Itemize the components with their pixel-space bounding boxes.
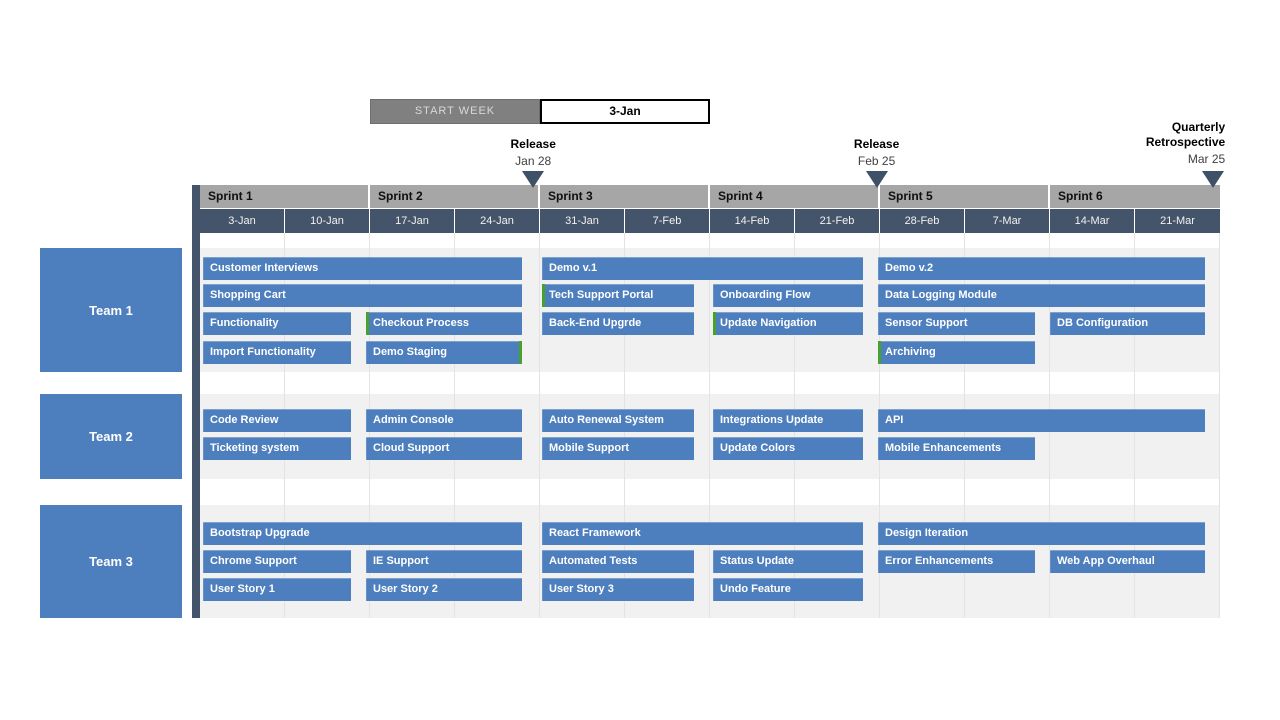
grid-line [1219, 233, 1220, 618]
week-header-cell: 17-Jan [370, 208, 455, 233]
task-bar[interactable]: Back-End Upgrde [542, 312, 694, 335]
task-bar[interactable]: Checkout Process [366, 312, 522, 335]
task-bar[interactable]: Update Navigation [713, 312, 863, 335]
task-bar[interactable]: Design Iteration [878, 522, 1205, 545]
task-bar[interactable]: Demo v.1 [542, 257, 863, 280]
task-bar[interactable]: Cloud Support [366, 437, 522, 460]
sprint-header-cell: Sprint 4 [710, 185, 880, 208]
week-header-cell: 14-Mar [1050, 208, 1135, 233]
milestone-title: Retrospective [1145, 135, 1226, 149]
task-bar[interactable]: IE Support [366, 550, 522, 573]
team-label-3[interactable]: Team 3 [40, 505, 182, 618]
task-bar[interactable]: Data Logging Module [878, 284, 1205, 307]
week-header-cell: 21-Mar [1135, 208, 1220, 233]
task-bar[interactable]: Functionality [203, 312, 351, 335]
task-progress-accent [878, 341, 881, 364]
task-bar[interactable]: Customer Interviews [203, 257, 522, 280]
week-header-cell: 7-Mar [965, 208, 1050, 233]
milestone-date: Feb 25 [857, 154, 896, 168]
task-bar[interactable]: User Story 3 [542, 578, 694, 601]
sprint-header-cell: Sprint 2 [370, 185, 540, 208]
task-bar[interactable]: Onboarding Flow [713, 284, 863, 307]
week-header-cell: 28-Feb [880, 208, 965, 233]
task-bar[interactable]: Web App Overhaul [1050, 550, 1205, 573]
week-header-cell: 31-Jan [540, 208, 625, 233]
team-band [200, 394, 1220, 479]
task-bar[interactable]: Ticketing system [203, 437, 351, 460]
task-bar[interactable]: Tech Support Portal [542, 284, 694, 307]
task-bar[interactable]: Shopping Cart [203, 284, 522, 307]
milestone-date: Mar 25 [1187, 152, 1226, 166]
task-bar[interactable]: Archiving [878, 341, 1035, 364]
week-header-cell: 10-Jan [285, 208, 370, 233]
task-bar[interactable]: Admin Console [366, 409, 522, 432]
milestone-marker-icon [522, 171, 545, 188]
task-progress-accent [366, 312, 369, 335]
task-bar[interactable]: User Story 2 [366, 578, 522, 601]
week-header-cell: 14-Feb [710, 208, 795, 233]
week-header-cell: 7-Feb [625, 208, 710, 233]
task-bar[interactable]: User Story 1 [203, 578, 351, 601]
start-week-label: START WEEK [370, 99, 540, 124]
task-bar[interactable]: DB Configuration [1050, 312, 1205, 335]
week-header-cell: 3-Jan [200, 208, 285, 233]
start-week-input[interactable]: 3-Jan [540, 99, 710, 124]
milestone-date: Jan 28 [515, 154, 552, 168]
task-bar[interactable]: API [878, 409, 1205, 432]
task-bar[interactable]: Error Enhancements [878, 550, 1035, 573]
team-label-2[interactable]: Team 2 [40, 394, 182, 479]
week-header-cell: 21-Feb [795, 208, 880, 233]
task-bar[interactable]: Code Review [203, 409, 351, 432]
sprint-header-cell: Sprint 5 [880, 185, 1050, 208]
milestone-title: Release [510, 137, 556, 151]
milestone-title: Release [853, 137, 900, 151]
week-header-cell: 24-Jan [455, 208, 540, 233]
timeline-spine [192, 185, 200, 618]
sprint-header-cell: Sprint 6 [1050, 185, 1220, 208]
task-bar[interactable]: Update Colors [713, 437, 863, 460]
task-bar[interactable]: Demo Staging [366, 341, 522, 364]
task-bar[interactable]: Undo Feature [713, 578, 863, 601]
grid-line [709, 233, 710, 618]
task-bar[interactable]: Mobile Enhancements [878, 437, 1035, 460]
task-bar[interactable]: Automated Tests [542, 550, 694, 573]
grid-line [539, 233, 540, 618]
task-bar[interactable]: Chrome Support [203, 550, 351, 573]
team-label-1[interactable]: Team 1 [40, 248, 182, 372]
sprint-header-cell: Sprint 1 [200, 185, 370, 208]
task-bar[interactable]: Mobile Support [542, 437, 694, 460]
task-bar[interactable]: Auto Renewal System [542, 409, 694, 432]
task-bar[interactable]: Sensor Support [878, 312, 1035, 335]
task-progress-accent [713, 312, 716, 335]
sprint-header-cell: Sprint 3 [540, 185, 710, 208]
milestone-marker-icon [865, 171, 888, 188]
milestone-title: Quarterly [1171, 120, 1226, 134]
task-bar[interactable]: React Framework [542, 522, 863, 545]
task-progress-accent [542, 284, 545, 307]
task-bar[interactable]: Integrations Update [713, 409, 863, 432]
task-bar[interactable]: Import Functionality [203, 341, 351, 364]
task-progress-accent [519, 341, 522, 364]
task-bar[interactable]: Bootstrap Upgrade [203, 522, 522, 545]
task-bar[interactable]: Status Update [713, 550, 863, 573]
task-bar[interactable]: Demo v.2 [878, 257, 1205, 280]
milestone-marker-icon [1202, 171, 1225, 188]
